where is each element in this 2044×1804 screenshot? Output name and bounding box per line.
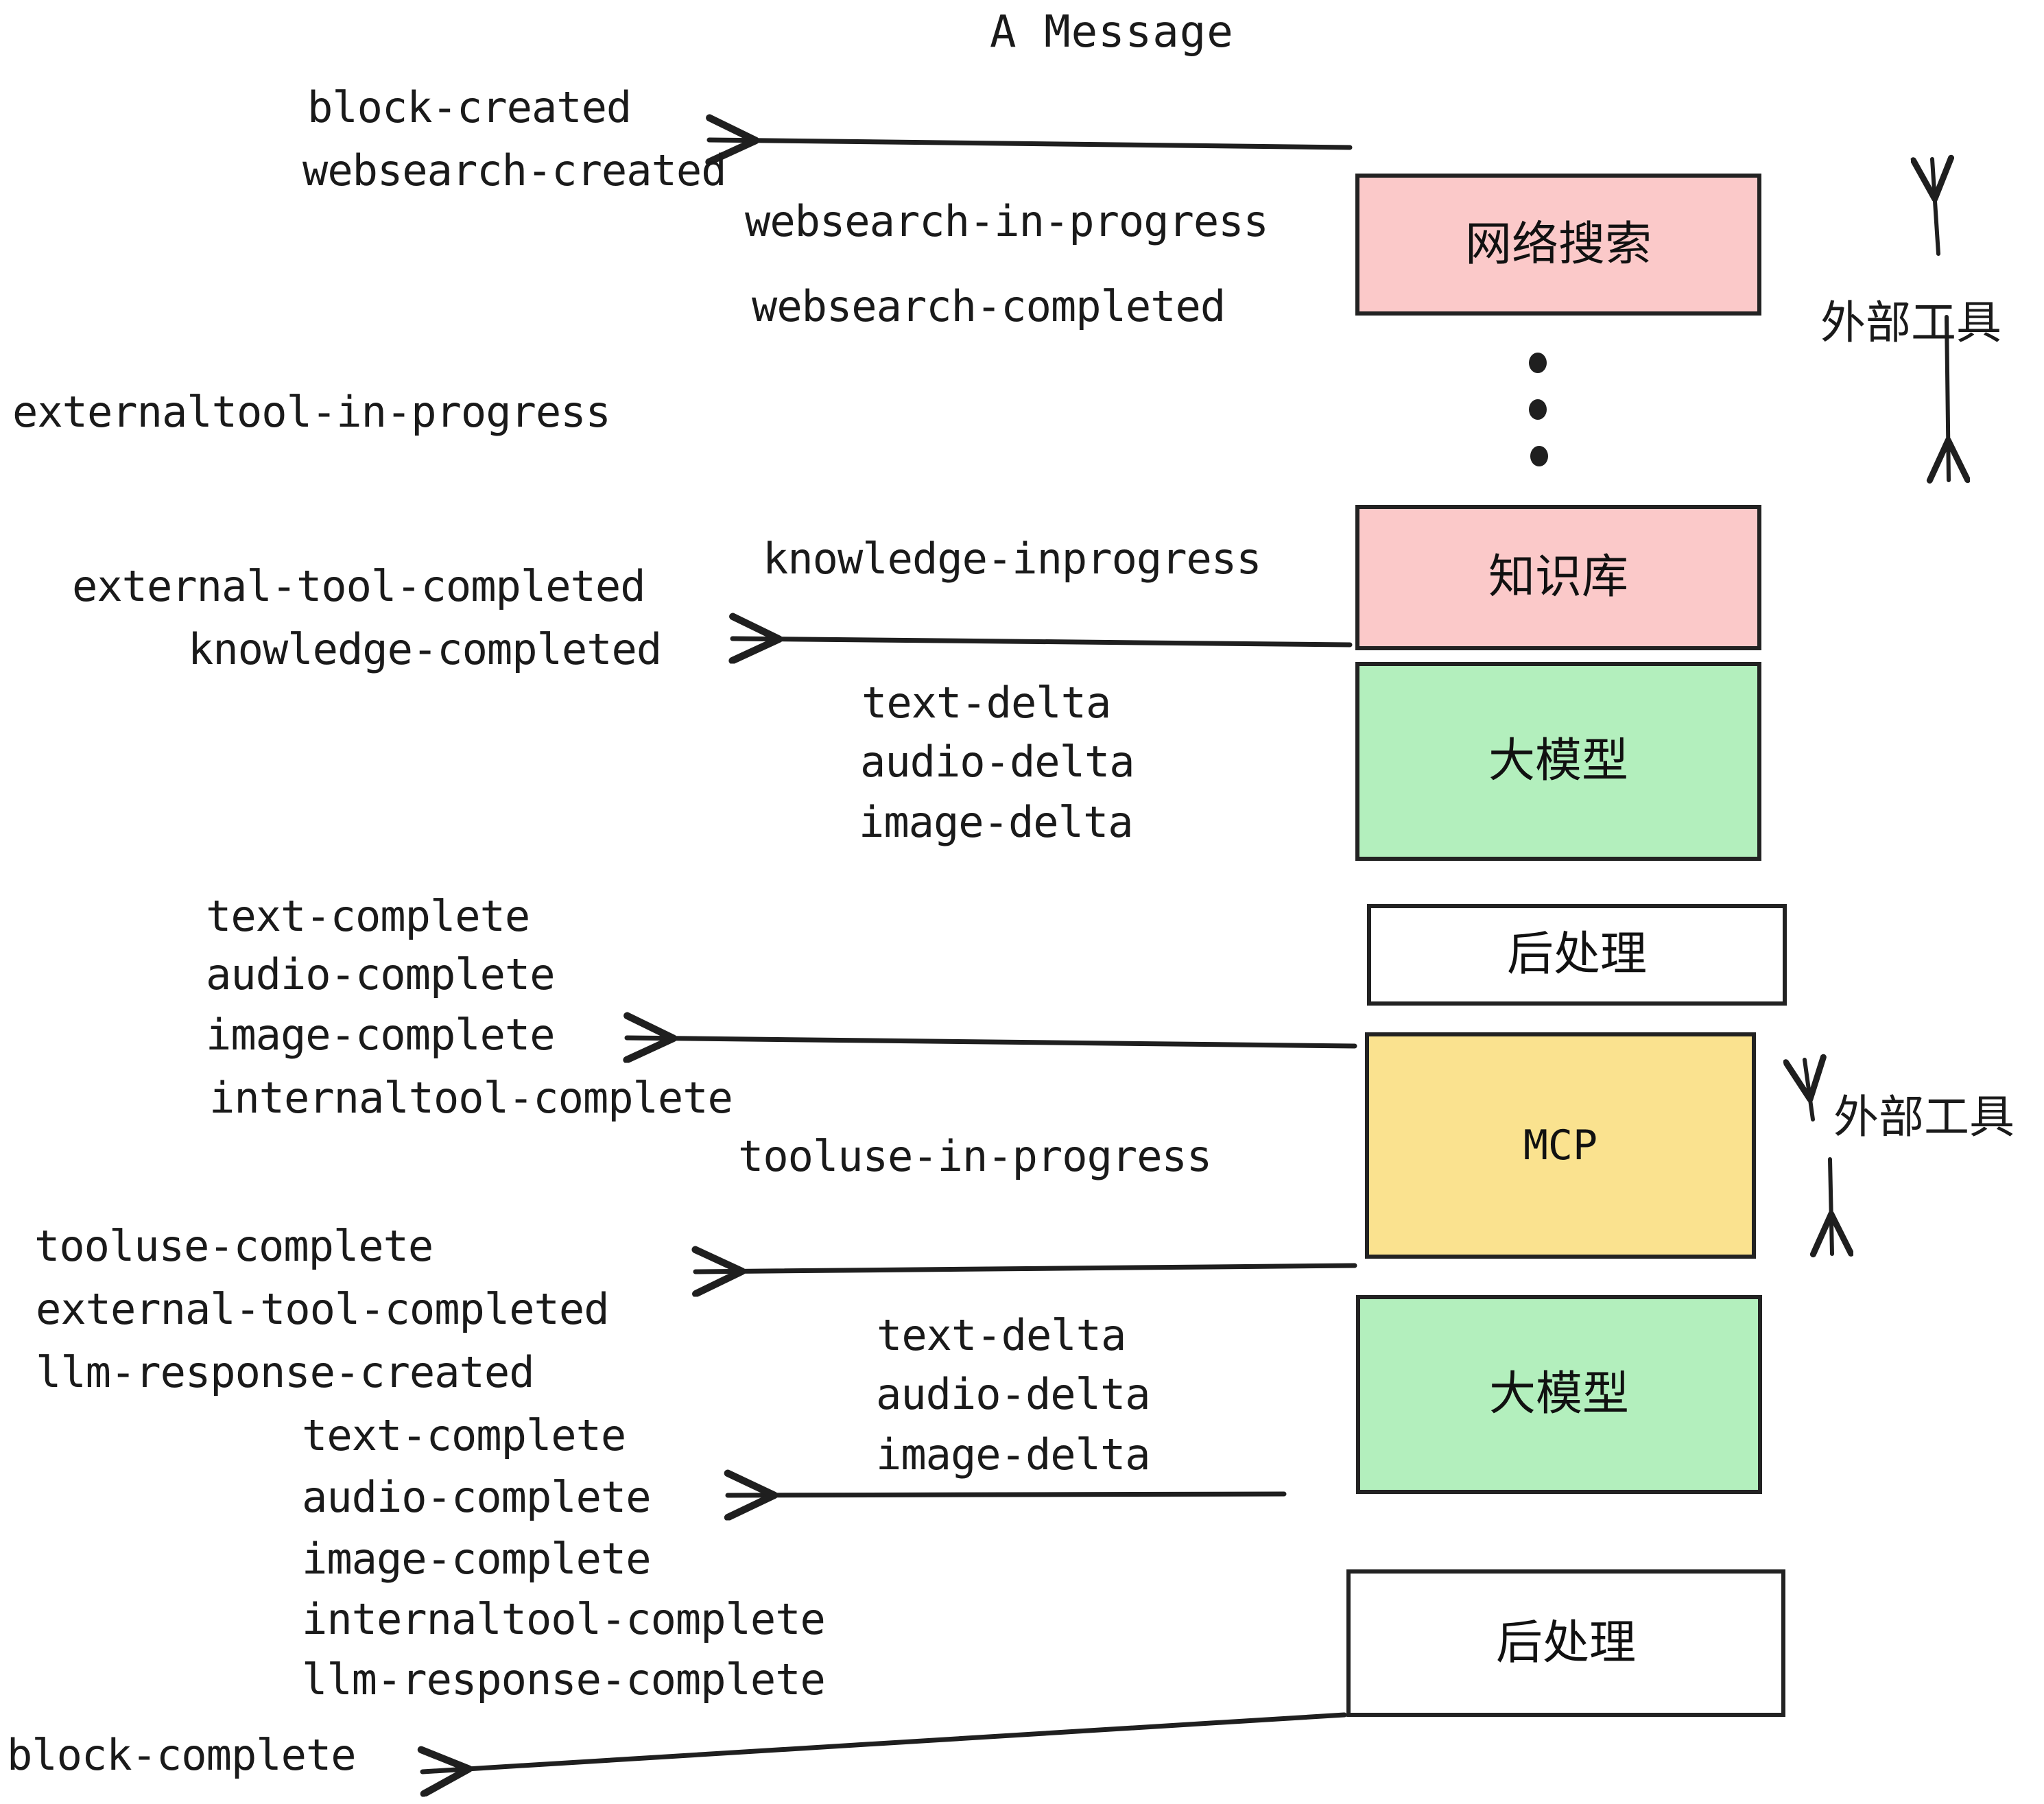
node-llm-bottom-label: 大模型 <box>1488 1367 1629 1421</box>
external-tools-bottom-up-arrow <box>1805 1060 1813 1121</box>
arrow-mcp-to-image <box>627 1038 1357 1046</box>
node-websearch[interactable]: 网络搜索 <box>1355 174 1761 316</box>
arrow-llm-to-tooluse <box>696 1266 1357 1272</box>
event-image-delta-2: image-delta <box>876 1429 1151 1480</box>
event-image-delta-1: image-delta <box>859 797 1134 847</box>
event-external-tool-completed-2: external-tool-completed <box>36 1284 610 1334</box>
event-tooluse-in-progress: tooluse-in-progress <box>738 1131 1212 1181</box>
event-websearch-in-progress: websearch-in-progress <box>745 196 1269 246</box>
arrow-websearch-to-block <box>709 140 1353 147</box>
node-postprocess-bottom-label: 后处理 <box>1495 1615 1636 1670</box>
event-websearch-created: websearch-created <box>302 145 727 195</box>
event-llm-response-created: llm-response-created <box>36 1347 535 1397</box>
event-image-complete-1: image-complete <box>206 1010 556 1060</box>
node-knowledge[interactable]: 知识库 <box>1355 505 1761 650</box>
event-text-complete-1: text-complete <box>206 891 530 941</box>
event-audio-complete-2: audio-complete <box>302 1472 652 1522</box>
node-postprocess-top[interactable]: 后处理 <box>1367 904 1787 1006</box>
event-image-complete-2: image-complete <box>302 1534 652 1584</box>
ellipsis-dot <box>1529 399 1547 420</box>
external-tools-top-down-arrow <box>1947 315 1949 480</box>
node-postprocess-bottom[interactable]: 后处理 <box>1346 1569 1785 1717</box>
node-knowledge-label: 知识库 <box>1488 550 1628 604</box>
diagram-title: A Message <box>990 7 1234 58</box>
event-block-complete: block-complete <box>7 1730 357 1780</box>
external-tools-bottom-down-arrow <box>1830 1157 1832 1254</box>
event-text-delta-1: text-delta <box>861 678 1111 728</box>
event-audio-delta-1: audio-delta <box>860 737 1135 787</box>
arrow-post-to-block <box>423 1712 1347 1772</box>
event-external-tool-completed-1: external-tool-completed <box>72 561 646 611</box>
node-llm-top[interactable]: 大模型 <box>1355 662 1761 861</box>
event-internaltool-complete-1: internaltool-complete <box>209 1073 733 1123</box>
arrow-llm-to-knowledge <box>733 639 1353 645</box>
event-knowledge-completed: knowledge-completed <box>188 624 662 674</box>
event-text-delta-2: text-delta <box>877 1310 1126 1360</box>
external-tools-bottom-label: 外部工具 <box>1833 1091 2015 1143</box>
event-block-created: block-created <box>307 82 632 132</box>
event-knowledge-inprogress: knowledge-inprogress <box>763 534 1262 584</box>
event-audio-delta-2: audio-delta <box>876 1369 1151 1419</box>
ellipsis-dot <box>1530 446 1548 466</box>
node-mcp-label: MCP <box>1523 1121 1598 1170</box>
event-text-complete-2: text-complete <box>302 1410 626 1460</box>
event-tooluse-complete: tooluse-complete <box>34 1221 433 1271</box>
node-websearch-label: 网络搜索 <box>1464 217 1652 272</box>
event-externaltool-in-progress: externaltool-in-progress <box>12 387 611 437</box>
event-websearch-completed: websearch-completed <box>752 281 1226 331</box>
event-internaltool-complete-2: internaltool-complete <box>302 1594 826 1644</box>
event-audio-complete-1: audio-complete <box>206 949 556 999</box>
node-postprocess-top-label: 后处理 <box>1506 927 1647 982</box>
arrow-llm-to-audio <box>728 1494 1287 1495</box>
node-mcp[interactable]: MCP <box>1365 1032 1756 1259</box>
ellipsis-dot <box>1529 353 1547 373</box>
event-llm-response-complete: llm-response-complete <box>302 1654 826 1705</box>
node-llm-bottom[interactable]: 大模型 <box>1356 1295 1762 1494</box>
node-llm-top-label: 大模型 <box>1488 734 1628 788</box>
external-tools-top-up-arrow <box>1932 159 1938 256</box>
external-tools-top-label: 外部工具 <box>1820 296 2001 349</box>
